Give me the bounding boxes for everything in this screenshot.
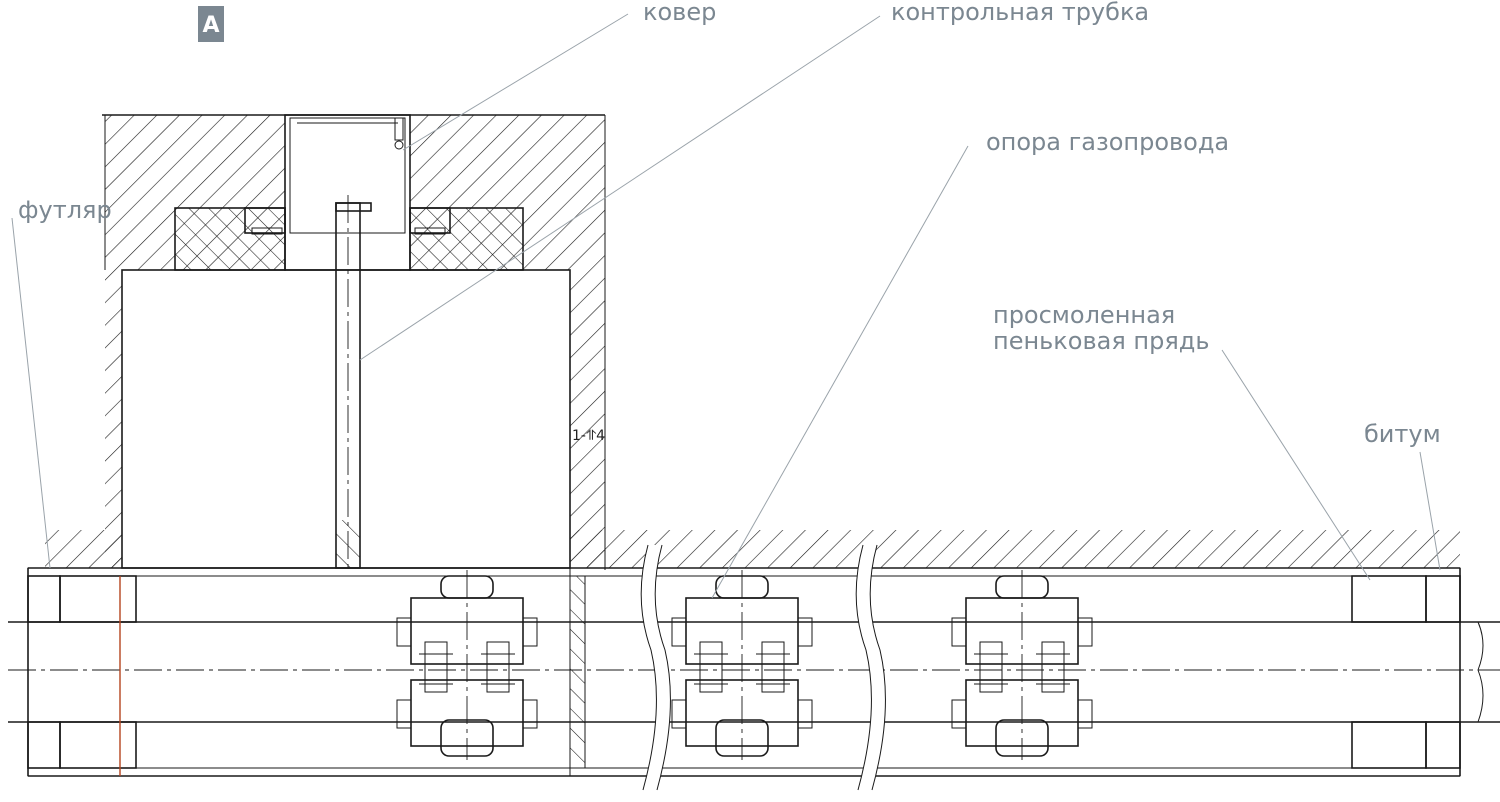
pipe-support-2 xyxy=(671,570,813,760)
label-control-tube: контрольная трубка xyxy=(891,0,1149,26)
leader-lines xyxy=(11,13,1441,599)
break-lines xyxy=(640,543,886,792)
label-kover: ковер xyxy=(643,0,716,26)
label-hemp-line2: пеньковая прядь xyxy=(993,327,1210,355)
badge-text: A xyxy=(202,13,219,38)
ground-hatch xyxy=(45,114,1460,570)
label-pipe-support: опора газопровода xyxy=(986,128,1229,156)
concrete-rings xyxy=(174,207,524,271)
pipe-support-1 xyxy=(396,570,538,760)
casing-and-pipe xyxy=(8,567,1500,777)
label-casing: футляр xyxy=(18,196,112,224)
end-seals xyxy=(27,575,1461,776)
pipe-support-3 xyxy=(951,570,1093,760)
label-slope: 1-⥣4 xyxy=(572,428,605,444)
control-tube xyxy=(335,195,372,570)
label-hemp-line1: просмоленная xyxy=(993,301,1175,329)
label-bitumen: битум xyxy=(1364,420,1441,448)
section-badge: A xyxy=(198,6,224,42)
